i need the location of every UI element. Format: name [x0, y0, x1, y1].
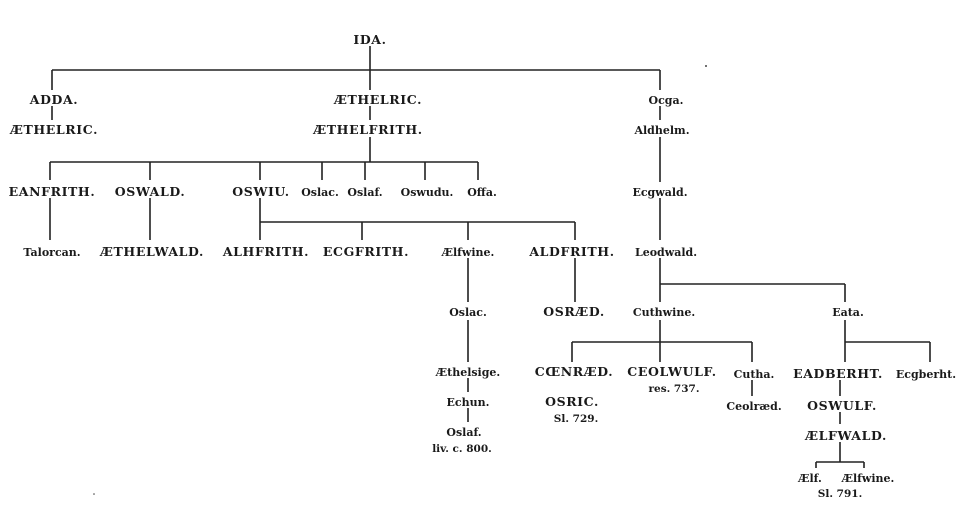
person-ocga: Ocga. [649, 94, 684, 107]
person-ecgwald: Ecgwald. [632, 186, 687, 199]
person-ceolraed: Ceolræd. [726, 400, 781, 413]
osric-note: Sl. 729. [554, 413, 598, 425]
person-cuthwine: Cuthwine. [633, 306, 695, 319]
person-eanfrith: EANFRITH. [9, 184, 96, 199]
speck [705, 65, 707, 67]
person-talorcan: Talorcan. [23, 246, 80, 259]
person-offa: Offa. [467, 186, 497, 199]
oslaf-note: liv. c. 800. [432, 443, 492, 455]
person-coenraed: CŒNRÆD. [535, 364, 613, 379]
person-osric: OSRIC. [545, 394, 599, 409]
person-aethelsige: Æthelsige. [435, 366, 501, 379]
person-aelfwine-son-of-aelfwald: Ælfwine. [841, 472, 895, 485]
person-ceolwulf: CEOLWULF. [627, 364, 716, 379]
person-oswald: OSWALD. [115, 184, 186, 199]
person-eata: Eata. [832, 306, 864, 319]
tree-names: IDA. ADDA. ÆTHELRIC. ÆTHELRIC. ÆTHELFRIT… [9, 32, 956, 500]
ceolwulf-note: res. 737. [648, 383, 699, 395]
person-oslaf-son-of-echun: Oslaf. [446, 426, 481, 439]
person-aethelwald: ÆTHELWALD. [99, 244, 204, 259]
person-aethelfrith: ÆTHELFRITH. [312, 122, 423, 137]
person-aldfrith: ALDFRITH. [528, 244, 614, 259]
tree-connectors [49, 46, 931, 468]
person-aelf: Ælf. [797, 472, 822, 485]
person-oswiu: OSWIU. [232, 184, 290, 199]
person-aethelric-son-of-adda: ÆTHELRIC. [9, 122, 98, 137]
person-eadberht: EADBERHT. [793, 366, 883, 381]
person-cutha: Cutha. [734, 368, 775, 381]
person-oslaf: Oslaf. [347, 186, 382, 199]
person-ecgfrith: ECGFRITH. [323, 244, 409, 259]
person-aldhelm: Aldhelm. [633, 124, 689, 137]
person-adda: ADDA. [29, 92, 78, 107]
person-osraed: OSRÆD. [543, 304, 605, 319]
speck [93, 493, 95, 495]
person-leodwald: Leodwald. [635, 246, 697, 259]
person-oslac-son-of-aelfwine: Oslac. [449, 306, 487, 319]
print-specks [93, 65, 707, 495]
person-echun: Echun. [447, 396, 490, 409]
person-alhfrith: ALHFRITH. [222, 244, 309, 259]
person-aelfwine: Ælfwine. [441, 246, 495, 259]
person-aethelric: ÆTHELRIC. [333, 92, 422, 107]
person-ida: IDA. [353, 32, 386, 47]
person-aelfwald: ÆLFWALD. [804, 428, 887, 443]
person-oswulf: OSWULF. [807, 398, 877, 413]
aelf-note: Sl. 791. [818, 488, 862, 500]
person-oslac: Oslac. [301, 186, 339, 199]
person-ecgberht: Ecgberht. [896, 368, 956, 381]
person-oswudu: Oswudu. [401, 186, 454, 199]
